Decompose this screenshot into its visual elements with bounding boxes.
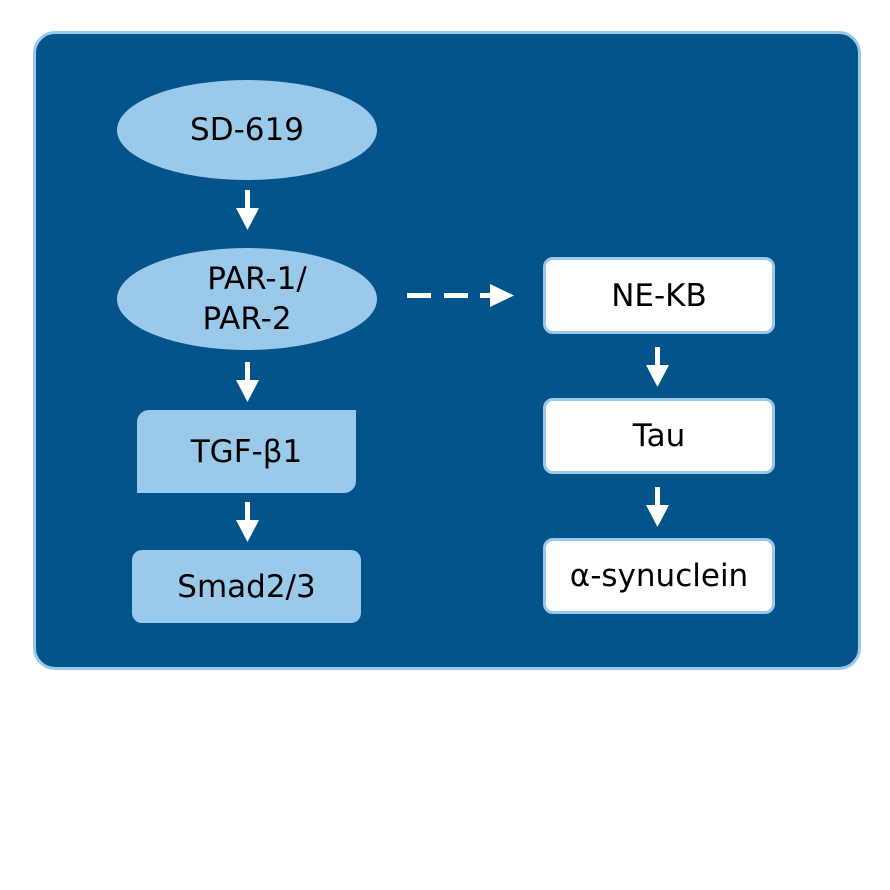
node-tau-label: Tau <box>632 418 686 454</box>
node-nfkb-label: NE-KB <box>611 277 707 314</box>
arrow-nfkb-tau <box>646 347 669 387</box>
arrow-sd619-par <box>236 190 259 230</box>
node-smad-label: Smad2/3 <box>177 568 316 605</box>
node-tgf-label: TGF-β1 <box>190 433 303 470</box>
node-sd619: SD-619 <box>117 80 377 180</box>
arrow-par-tgf <box>236 362 259 402</box>
arrow-par-nfkb-dashed <box>407 284 514 307</box>
node-sd619-label: SD-619 <box>190 112 304 148</box>
node-tgf: TGF-β1 <box>137 410 356 493</box>
node-nfkb: NE-KB <box>543 257 775 334</box>
node-tau: Tau <box>543 398 775 474</box>
node-asyn-label: α-synuclein <box>569 558 749 594</box>
node-par-label-2: PAR-2 <box>202 301 292 337</box>
arrow-tgf-smad <box>236 502 259 542</box>
node-asyn: α-synuclein <box>543 538 775 614</box>
node-par: PAR-1/ PAR-2 <box>117 248 377 350</box>
arrow-tau-asyn <box>646 487 669 527</box>
node-smad: Smad2/3 <box>132 550 361 623</box>
node-par-label-1: PAR-1/ <box>207 261 307 297</box>
